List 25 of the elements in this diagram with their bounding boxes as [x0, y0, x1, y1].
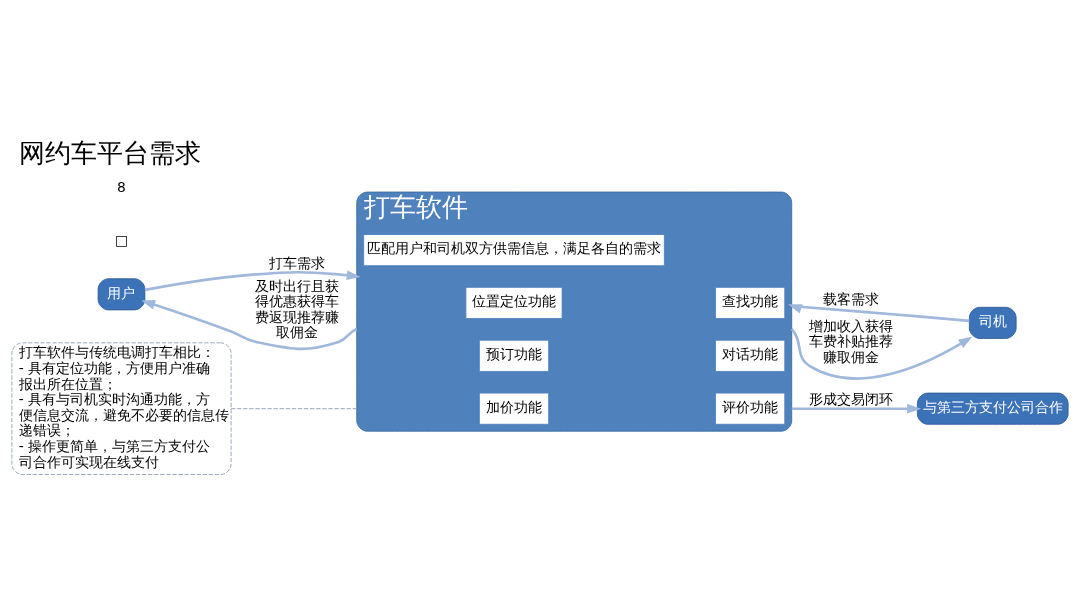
label: 8: [117, 178, 126, 195]
node-box: 司机: [968, 306, 1017, 339]
node-box: 用户: [97, 277, 146, 310]
node-box: 查找功能: [715, 286, 786, 319]
edge-label: 打车需求: [269, 254, 326, 271]
arrow: [141, 299, 358, 350]
arrow: [144, 269, 361, 291]
diagram-title: 网约车平台需求: [19, 137, 202, 168]
node-box: 加价功能: [478, 392, 550, 425]
edge-label: 增加收入获得车费补贴推荐赚取佣金: [809, 317, 894, 365]
arrow: [791, 403, 922, 414]
arrow: [788, 303, 970, 322]
node-box: 与第三方支付公司合作: [916, 392, 1069, 425]
edge-label: 形成交易闭环: [809, 390, 894, 407]
edge-label: 载客需求: [823, 290, 880, 307]
arrow: [790, 327, 973, 380]
edge-label: 及时出行且获得优惠获得车费返现推荐赚取佣金: [255, 277, 340, 340]
node-box: 预订功能: [478, 339, 550, 372]
node-box: 匹配用户和司机双方供需信息，满足各自的需求: [363, 233, 665, 266]
connector: [230, 407, 358, 409]
node-box: 位置定位功能: [465, 286, 563, 319]
label: □: [114, 231, 129, 248]
node-box: 评价功能: [715, 392, 786, 425]
node-box: 对话功能: [715, 339, 786, 372]
node-box: 打车软件与传统电调打车相比： - 具有定位功能，方便用户准确报出所在位置； - 具有与司机实时沟通功能，方便信息交流，避免不必要的信息传递错误； - 操作更简单，与第三方支付公司合作可实现在线支付: [11, 341, 232, 475]
